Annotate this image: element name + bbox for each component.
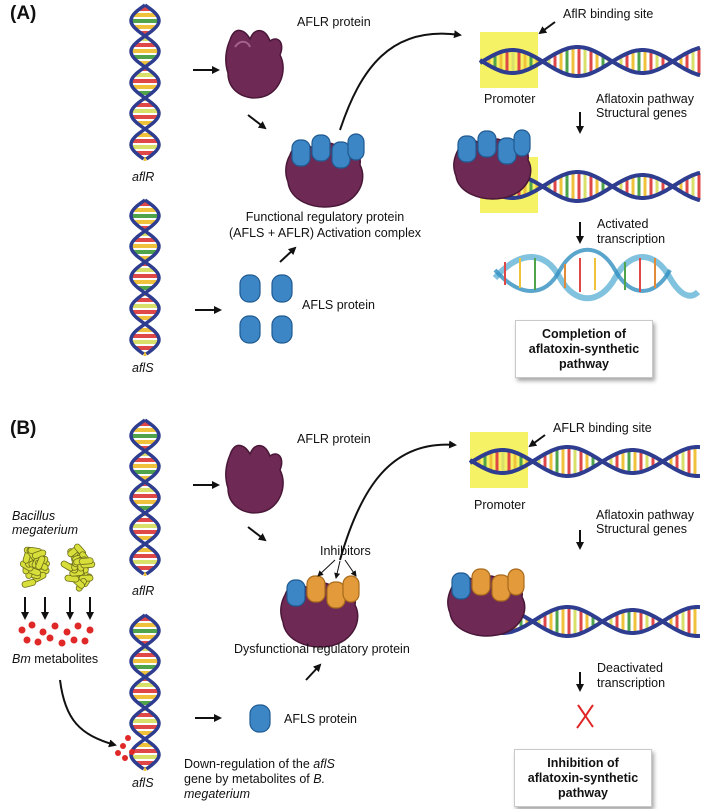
transcription-label-a-1: Activated xyxy=(597,217,648,232)
panel-b-label: (B) xyxy=(10,418,36,440)
transcription-label-a-2: transcription xyxy=(597,232,665,247)
aflr-gene-label-a: aflR xyxy=(132,170,154,185)
result-b-line-1: Inhibition of xyxy=(528,756,638,771)
activation-complex-a xyxy=(286,134,364,207)
structural-genes-label-b-1: Aflatoxin pathway xyxy=(596,508,694,523)
bacillus-cells xyxy=(19,543,95,593)
promoter-label-a: Promoter xyxy=(484,92,535,107)
dna-afls-a xyxy=(131,200,159,354)
dysfunctional-complex-label: Dysfunctional regulatory protein xyxy=(234,642,410,657)
metabolite-dots xyxy=(19,622,136,762)
structural-genes-label-a-2: Structural genes xyxy=(596,106,687,121)
aflr-protein-a xyxy=(226,30,283,97)
result-b-line-3: pathway xyxy=(528,786,638,801)
afls-protein-label-a: AFLS protein xyxy=(302,298,375,313)
downregulation-label-1: Down-regulation of the aflS xyxy=(184,757,335,772)
afls-gene-label-b: aflS xyxy=(132,776,154,791)
panel-a-label: (A) xyxy=(10,3,36,25)
binding-site-label-a: AflR binding site xyxy=(563,7,653,22)
downreg-text-2: gene by metabolites of xyxy=(184,772,310,786)
afls-proteins-a xyxy=(240,275,292,343)
result-a-line-2: aflatoxin-synthetic xyxy=(529,342,639,357)
mrna-helix xyxy=(495,250,698,299)
complex-label-a-1: Functional regulatory protein xyxy=(185,210,465,225)
result-b-line-2: aflatoxin-synthetic xyxy=(528,771,638,786)
bound-complex-b xyxy=(448,569,525,636)
afls-protein-b xyxy=(250,705,270,732)
inhibitor-arrows xyxy=(318,560,356,578)
bound-complex-a xyxy=(454,130,531,199)
downregulation-label-3: megaterium xyxy=(184,787,250,802)
metabolites-label: Bm metabolites xyxy=(12,652,98,667)
result-box-a: Completion of aflatoxin-synthetic pathwa… xyxy=(515,320,653,378)
structural-genes-label-a-1: Aflatoxin pathway xyxy=(596,92,694,107)
result-box-b: Inhibition of aflatoxin-synthetic pathwa… xyxy=(514,749,652,807)
result-a-line-3: pathway xyxy=(529,357,639,372)
blocked-x-icon xyxy=(577,705,593,728)
aflr-protein-b xyxy=(226,445,283,512)
bacillus-label-1: Bacillus xyxy=(12,509,55,524)
binding-site-label-b: AFLR binding site xyxy=(553,421,652,436)
downregulation-label-2: gene by metabolites of B. xyxy=(184,772,325,787)
transcription-label-b-2: transcription xyxy=(597,676,665,691)
complex-label-a-2: (AFLS + AFLR) Activation complex xyxy=(185,226,465,241)
dna-aflr-a xyxy=(131,5,159,159)
metabolites-word: metabolites xyxy=(34,652,98,666)
dna-promoter-b xyxy=(470,432,700,488)
downreg-text-1: Down-regulation of the xyxy=(184,757,310,771)
afls-protein-label-b: AFLS protein xyxy=(284,712,357,727)
aflr-protein-label-b: AFLR protein xyxy=(297,432,371,447)
metabolites-abbr: Bm xyxy=(12,652,31,666)
dysfunctional-complex-b xyxy=(281,576,359,647)
dna-aflr-b xyxy=(131,420,159,574)
structural-genes-label-b-2: Structural genes xyxy=(596,522,687,537)
result-a-line-1: Completion of xyxy=(529,327,639,342)
dna-promoter-a xyxy=(480,32,700,88)
dna-afls-b xyxy=(131,615,159,769)
inhibitors-label: Inhibitors xyxy=(320,544,371,559)
transcription-label-b-1: Deactivated xyxy=(597,661,663,676)
bacillus-label-2: megaterium xyxy=(12,523,78,538)
downreg-gene: aflS xyxy=(313,757,335,771)
promoter-label-b: Promoter xyxy=(474,498,525,513)
afls-gene-label-a: aflS xyxy=(132,361,154,376)
aflr-protein-label-a: AFLR protein xyxy=(297,15,371,30)
downreg-text-3: B. xyxy=(313,772,325,786)
aflr-gene-label-b: aflR xyxy=(132,584,154,599)
